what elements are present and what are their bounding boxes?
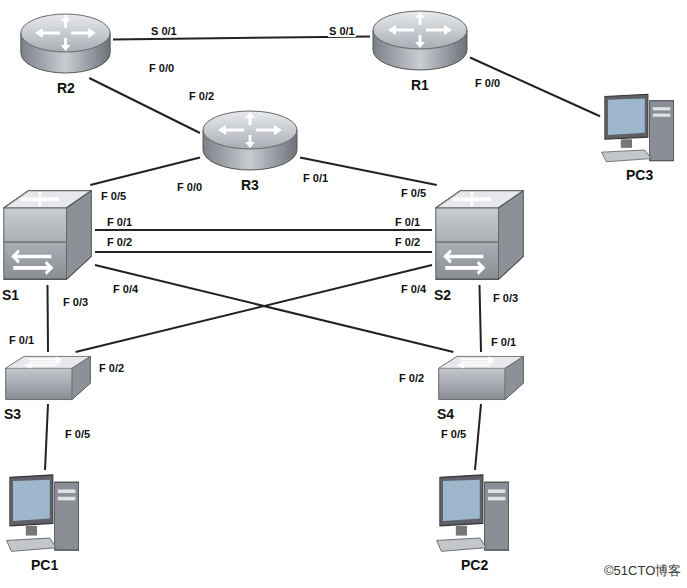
device-label: S3 [4, 406, 21, 422]
device-label: S2 [434, 287, 451, 303]
port-label: F 0/0 [474, 77, 501, 89]
network-link [47, 285, 50, 352]
l3switch-icon [432, 185, 527, 285]
switch-icon [2, 352, 94, 404]
device-label: PC2 [461, 557, 488, 573]
port-label: F 0/2 [398, 372, 425, 384]
router-icon [370, 5, 470, 75]
port-label: F 0/2 [106, 236, 133, 248]
pc-icon [435, 470, 515, 555]
pc-node: PC2 [435, 470, 515, 555]
device-label: R1 [411, 77, 429, 93]
network-link [95, 265, 453, 352]
port-label: F 0/3 [492, 292, 519, 304]
network-link [475, 404, 481, 470]
port-label: F 0/4 [112, 283, 139, 295]
device-label: S1 [2, 287, 19, 303]
router-node: R2 [18, 8, 113, 78]
watermark: ©51CTO博客 [604, 562, 681, 580]
switch-node: S4 [435, 352, 527, 404]
port-label: F 0/2 [394, 236, 421, 248]
pc-node: PC1 [5, 470, 85, 555]
port-label: F 0/2 [188, 90, 215, 102]
device-label: S4 [437, 406, 454, 422]
device-label: PC1 [31, 557, 58, 573]
port-label: F 0/5 [440, 428, 467, 440]
pc-icon [600, 90, 680, 165]
port-label: S 0/1 [150, 25, 178, 37]
router-node: R1 [370, 5, 470, 75]
network-link [89, 78, 200, 133]
port-label: F 0/1 [490, 336, 517, 348]
port-label: F 0/5 [400, 187, 427, 199]
port-label: F 0/0 [148, 62, 175, 74]
router-node: R3 [200, 105, 300, 175]
network-link [480, 285, 482, 352]
network-link [95, 229, 432, 231]
l3switch-node: S2 [432, 185, 527, 285]
network-link [300, 158, 437, 186]
switch-icon [435, 352, 527, 404]
port-label: F 0/1 [394, 216, 421, 228]
l3switch-node: S1 [0, 185, 95, 285]
port-label: F 0/5 [100, 190, 127, 202]
l3switch-icon [0, 185, 95, 285]
device-label: R2 [57, 80, 75, 96]
port-label: F 0/0 [176, 181, 203, 193]
device-label: R3 [241, 177, 259, 193]
switch-node: S3 [2, 352, 94, 404]
device-label: PC3 [626, 167, 653, 183]
port-label: F 0/1 [106, 216, 133, 228]
network-link [470, 58, 600, 117]
port-label: F 0/5 [64, 428, 91, 440]
pc-node: PC3 [600, 90, 680, 165]
port-label: F 0/2 [98, 362, 125, 374]
router-icon [200, 105, 300, 175]
port-label: F 0/3 [62, 296, 89, 308]
port-label: F 0/1 [302, 172, 329, 184]
pc-icon [5, 470, 85, 555]
network-link [45, 404, 48, 470]
port-label: F 0/1 [8, 334, 35, 346]
network-link [95, 251, 432, 253]
router-icon [18, 8, 113, 78]
port-label: S 0/1 [328, 25, 356, 37]
network-link [76, 265, 432, 352]
port-label: F 0/4 [400, 283, 427, 295]
